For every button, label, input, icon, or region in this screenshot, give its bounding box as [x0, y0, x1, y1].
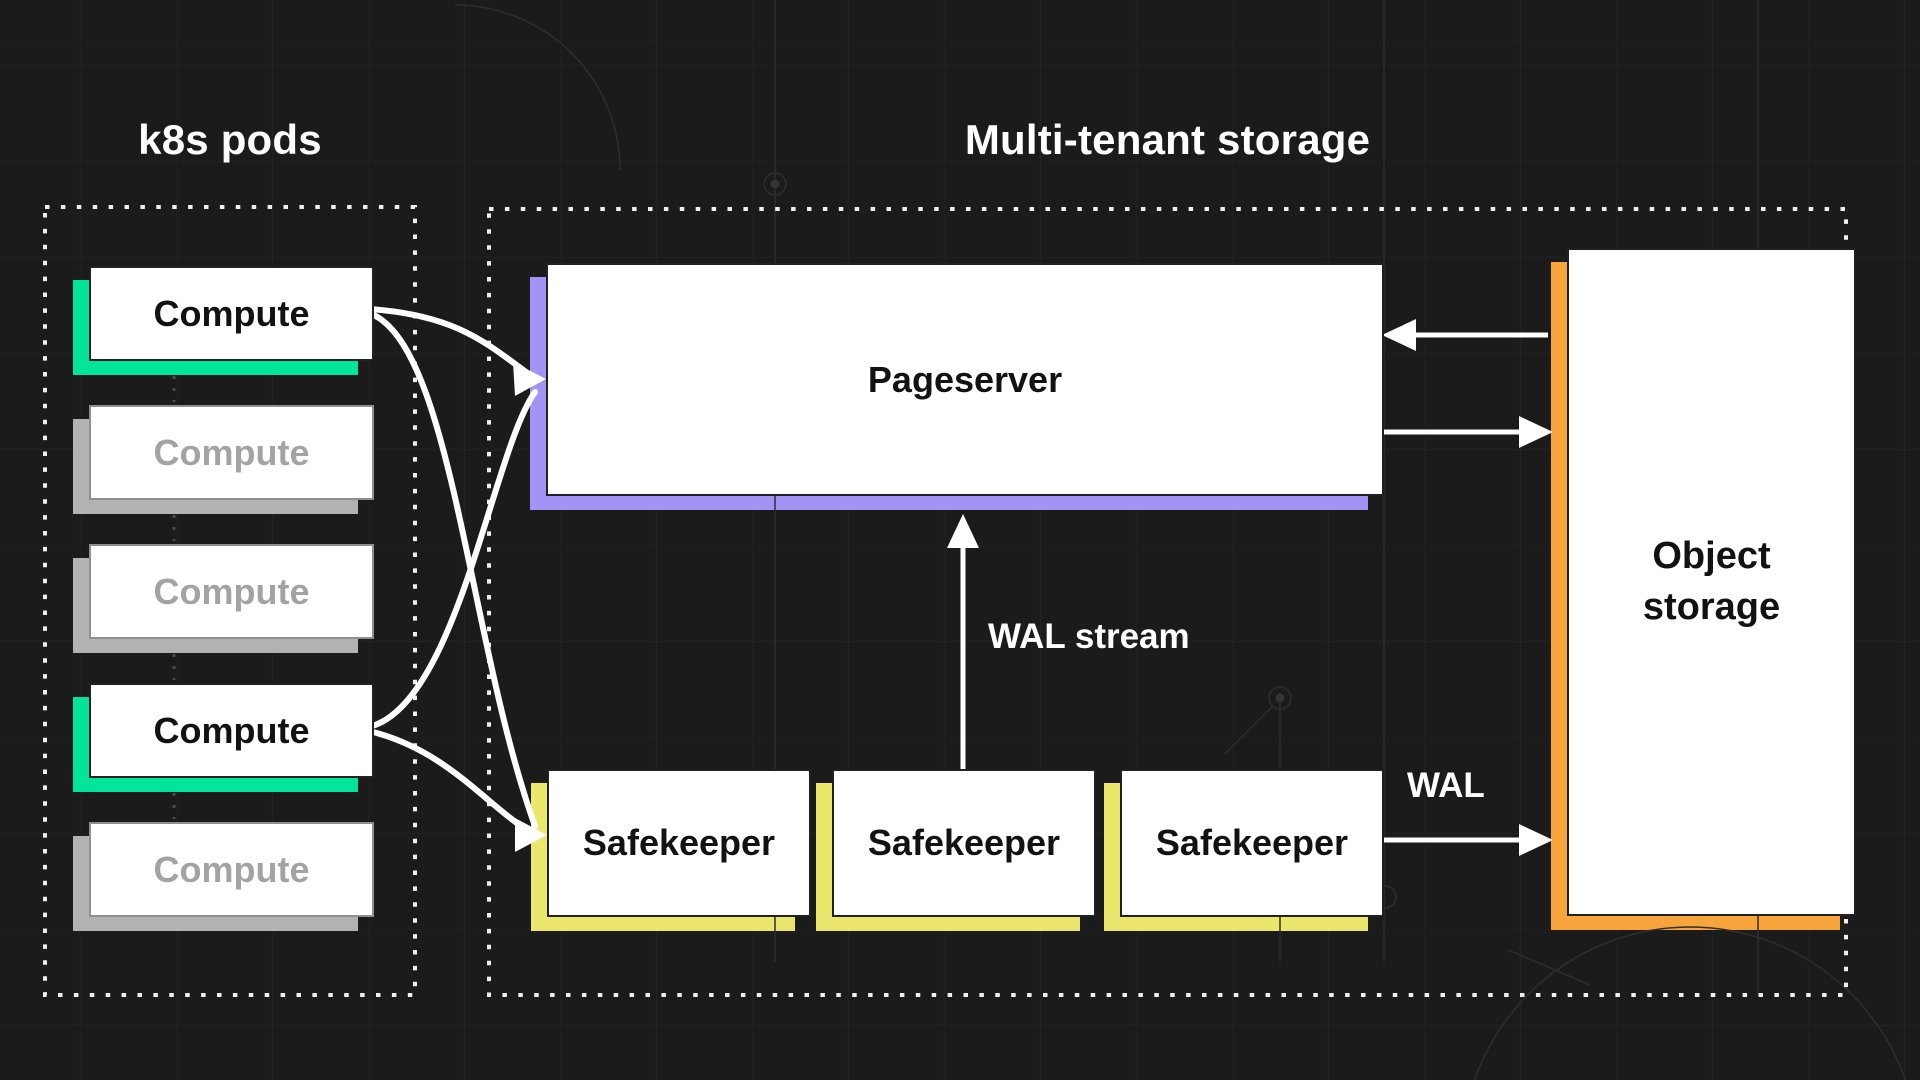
compute-node-5-label: Compute [153, 848, 310, 890]
wal-label: WAL [1407, 766, 1485, 805]
compute-node-5: Compute [73, 822, 374, 931]
arrowhead-into-safekeeper [515, 818, 547, 852]
compute-node-2-label: Compute [153, 431, 310, 473]
arrow-compute1-to-pageserver [366, 306, 529, 375]
wal-stream-label: WAL stream [988, 617, 1190, 656]
arrowhead-right [1519, 416, 1553, 448]
arrowhead-left [1382, 319, 1416, 351]
arrowhead-into-pageserver [513, 362, 546, 396]
pageserver-node: Pageserver [530, 263, 1384, 510]
decor-circle [1473, 926, 1907, 1080]
object-storage-label: Object storage [1642, 534, 1781, 628]
safekeeper-3-label: Safekeeper [1155, 822, 1349, 863]
decor-node-dot [1275, 693, 1285, 703]
decor-node-dot [770, 179, 780, 189]
decor-line [1507, 949, 1591, 986]
decor-arc [454, 4, 621, 171]
safekeeper-1-label: Safekeeper [582, 822, 776, 863]
arrow-compute1-to-safekeeper [366, 310, 538, 829]
arrowhead-up [947, 514, 979, 548]
object-storage-node: Object storage [1551, 248, 1856, 930]
arrow-compute4-to-pageserver [366, 389, 538, 730]
compute-node-1-label: Compute [153, 292, 310, 334]
k8s-pods-container-border [43, 205, 417, 997]
compute-node-2: Compute [73, 405, 374, 514]
decor-node-ring [1268, 686, 1292, 710]
compute-node-3-label: Compute [153, 570, 310, 612]
safekeeper-node-1: Safekeeper [531, 769, 811, 931]
compute-node-4: Compute [73, 683, 374, 792]
storage-title: Multi-tenant storage [964, 116, 1371, 163]
safekeeper-node-3: Safekeeper [1104, 769, 1384, 931]
safekeeper-node-2: Safekeeper [816, 769, 1096, 931]
k8s-pods-title: k8s pods [138, 116, 322, 163]
compute-node-3: Compute [73, 544, 374, 653]
pageserver-label: Pageserver [867, 358, 1063, 400]
decor-node-ring [763, 172, 787, 196]
compute-node-1: Compute [73, 266, 374, 375]
compute-node-4-label: Compute [153, 709, 310, 751]
decor-line [1224, 705, 1274, 755]
arrowhead-right [1519, 824, 1553, 856]
safekeeper-2-label: Safekeeper [867, 822, 1061, 863]
